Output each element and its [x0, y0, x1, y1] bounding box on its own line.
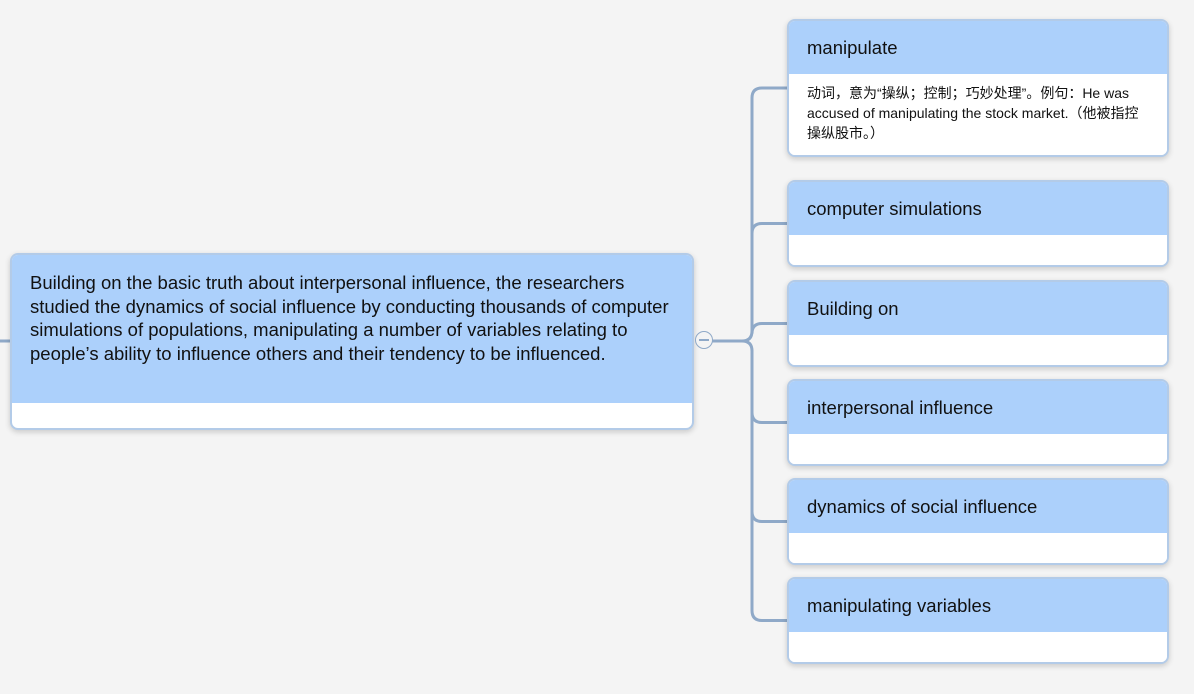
subtopic-connector: [750, 322, 789, 334]
subtopic-note: [789, 632, 1167, 662]
branch-connector: [740, 339, 754, 353]
central-topic-text: Building on the basic truth about interp…: [12, 255, 692, 403]
subtopic-connector: [750, 349, 789, 523]
subtopic-manipulate[interactable]: manipulate 动词，意为“操纵；控制；巧妙处理”。例句：He was a…: [787, 19, 1169, 157]
subtopic-note: [789, 335, 1167, 365]
subtopic-title: computer simulations: [789, 182, 1167, 235]
subtopic-note: [789, 434, 1167, 464]
subtopic-title: manipulate: [789, 21, 1167, 74]
subtopic-title: dynamics of social influence: [789, 480, 1167, 533]
subtopic-title: interpersonal influence: [789, 381, 1167, 434]
subtopic-title: manipulating variables: [789, 579, 1167, 632]
subtopic-building-on[interactable]: Building on: [787, 280, 1169, 367]
subtopic-dynamics-of-social-influence[interactable]: dynamics of social influence: [787, 478, 1169, 565]
subtopic-interpersonal-influence[interactable]: interpersonal influence: [787, 379, 1169, 466]
subtopic-connector: [750, 86, 789, 333]
subtopic-computer-simulations[interactable]: computer simulations: [787, 180, 1169, 267]
collapse-circle-minus-icon[interactable]: [695, 331, 713, 349]
subtopic-connector: [750, 349, 789, 424]
subtopic-note: [789, 533, 1167, 563]
subtopic-note: [789, 235, 1167, 265]
central-topic[interactable]: Building on the basic truth about interp…: [10, 253, 694, 430]
subtopic-note: 动词，意为“操纵；控制；巧妙处理”。例句：He was accused of m…: [789, 74, 1167, 155]
subtopic-connector: [750, 349, 789, 622]
subtopic-manipulating-variables[interactable]: manipulating variables: [787, 577, 1169, 664]
subtopic-connector: [750, 222, 789, 333]
branch-connector: [711, 329, 754, 343]
subtopic-title: Building on: [789, 282, 1167, 335]
